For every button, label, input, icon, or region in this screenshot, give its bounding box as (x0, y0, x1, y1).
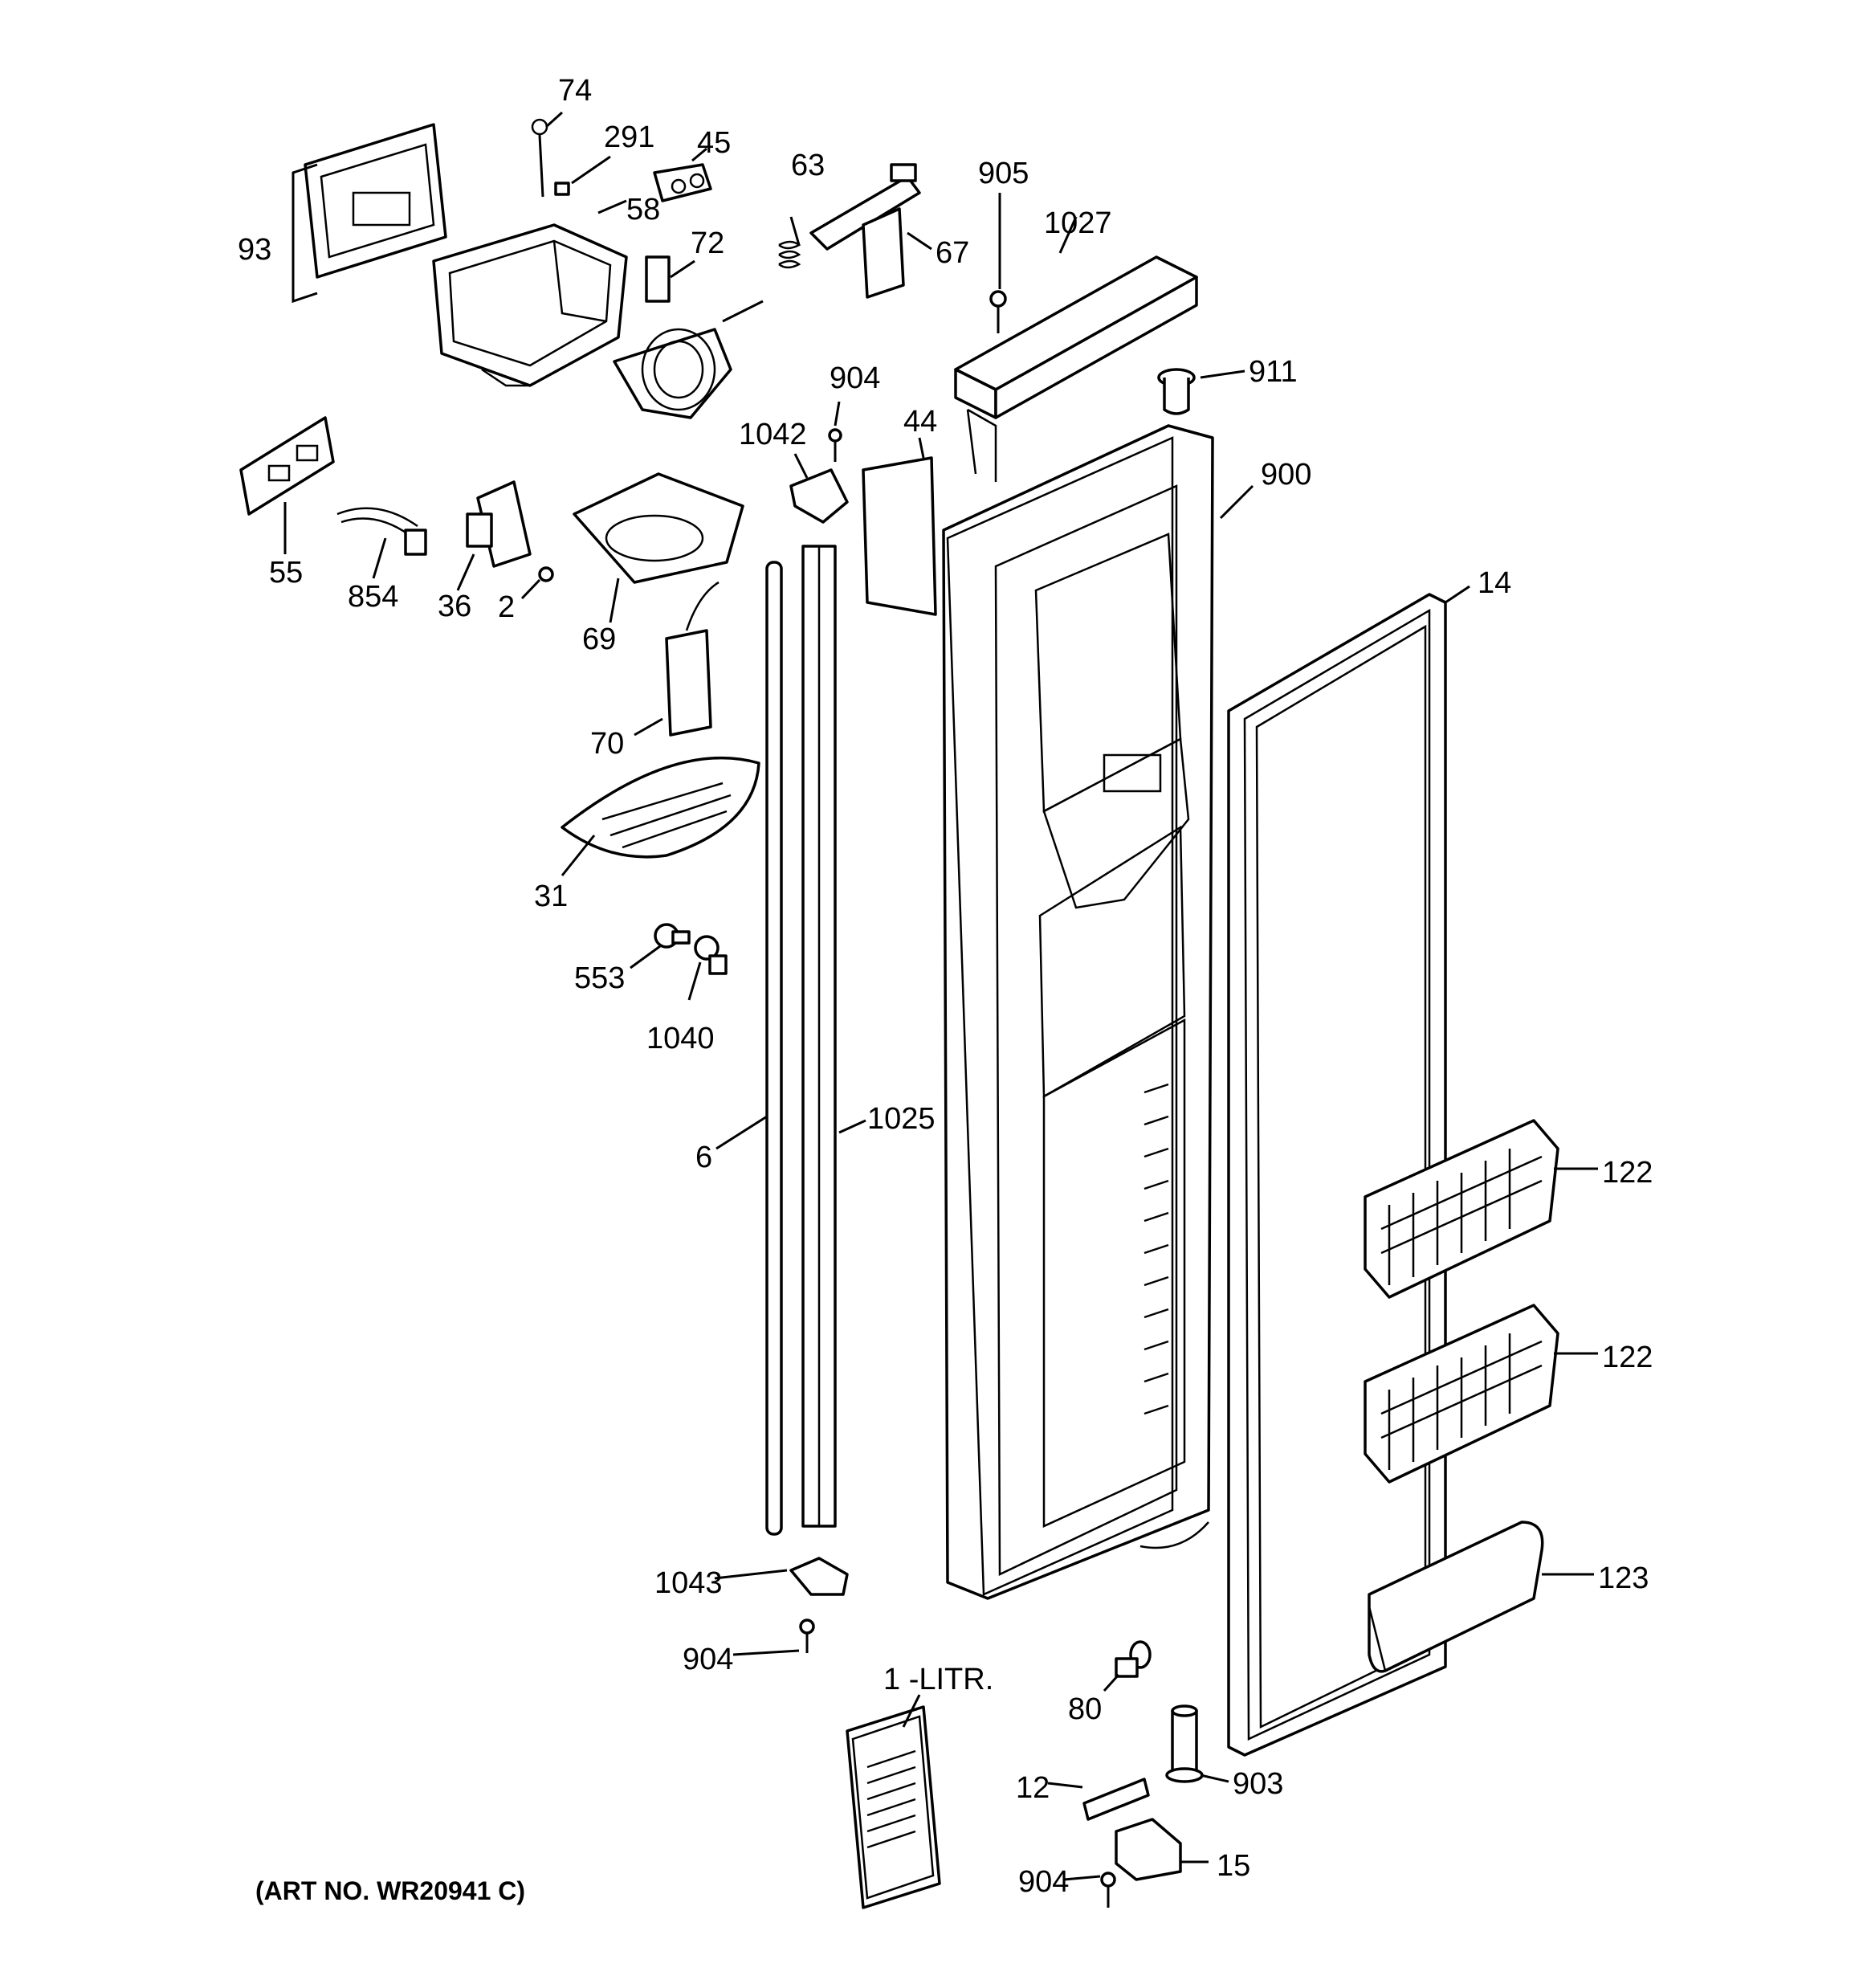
part-55-switch-plate (239, 416, 335, 554)
callout-1025: 1025 (867, 1102, 936, 1136)
callout-36: 36 (438, 590, 471, 623)
part-45-bracket (653, 147, 712, 202)
part-1025-channel (801, 545, 866, 1528)
callout-93: 93 (238, 233, 271, 267)
callout-854: 854 (348, 580, 398, 614)
callout-14: 14 (1478, 566, 1511, 600)
part-904-screw-top (828, 401, 842, 462)
part-72-switch (645, 255, 695, 303)
callout-67: 67 (936, 236, 969, 270)
callout-904-top: 904 (830, 361, 880, 395)
callout-74: 74 (558, 74, 592, 108)
callout-2: 2 (498, 590, 515, 624)
part-44-cover (862, 408, 997, 616)
callout-6: 6 (695, 1141, 712, 1174)
callout-1042: 1042 (739, 418, 807, 451)
part-123-bin (1368, 1521, 1594, 1673)
callout-904-middle: 904 (683, 1643, 733, 1676)
part-31-drip-tray (561, 756, 760, 876)
callout-1-litr: 1 -LITR. (883, 1663, 993, 1696)
callout-58: 58 (626, 193, 660, 227)
callout-31: 31 (534, 880, 568, 913)
callout-1040: 1040 (646, 1022, 715, 1055)
callout-44: 44 (903, 405, 937, 439)
part-36-bracket (456, 480, 532, 591)
part-74-spring (531, 111, 564, 198)
part-905-screw (989, 193, 1007, 333)
callout-1027: 1027 (1044, 206, 1112, 240)
callout-903: 903 (1233, 1767, 1283, 1801)
part-12-bracket (1047, 1778, 1150, 1821)
callout-122-lower: 122 (1602, 1341, 1653, 1374)
callout-553: 553 (574, 961, 625, 995)
part-900-door (942, 424, 1254, 1600)
part-67-hinge (809, 163, 932, 299)
callout-labels: 74 291 45 93 58 72 63 67 905 1027 911 90… (238, 74, 1653, 1899)
part-1043-bracket (714, 1557, 849, 1596)
callout-900: 900 (1261, 458, 1311, 492)
part-122-bin-lower (1364, 1304, 1598, 1484)
part-122-bin-upper (1364, 1119, 1598, 1299)
part-93-control-board (291, 123, 447, 304)
part-58-dispenser-housing (432, 199, 628, 387)
dispenser-ring (613, 300, 764, 419)
part-70-chute-door (634, 581, 720, 737)
part-15-bottom-hinge (1115, 1818, 1209, 1881)
callout-1043: 1043 (654, 1566, 723, 1600)
callout-904-lower: 904 (1018, 1865, 1069, 1899)
part-553-button (630, 923, 691, 970)
callout-905: 905 (978, 157, 1029, 190)
part-1-litr-manual (846, 1694, 941, 1909)
part-854-wire-harness (336, 507, 427, 579)
callout-72: 72 (691, 227, 724, 260)
art-number: (ART NO. WR20941 C) (255, 1876, 525, 1905)
part-904-screw-lower (1063, 1872, 1116, 1908)
callout-911: 911 (1249, 355, 1298, 389)
part-1042-bracket (789, 453, 849, 524)
callout-123: 123 (1598, 1561, 1649, 1595)
callout-15: 15 (1217, 1849, 1250, 1883)
part-1027-top-cap (954, 216, 1198, 419)
part-63-spring (778, 216, 801, 269)
callout-12: 12 (1016, 1771, 1050, 1805)
part-1040-button (687, 935, 728, 1001)
part-904-screw-middle (732, 1619, 815, 1656)
callout-69: 69 (582, 623, 616, 656)
part-2-screw (520, 566, 554, 600)
callout-63: 63 (791, 149, 825, 182)
callout-45: 45 (697, 126, 731, 160)
part-80-fitting (1103, 1640, 1152, 1692)
callout-122-upper: 122 (1602, 1156, 1653, 1190)
part-6-tube (715, 561, 783, 1536)
part-291-screw (554, 155, 611, 196)
part-903-hinge-pin (1165, 1704, 1229, 1783)
callout-55: 55 (269, 556, 303, 590)
callout-80: 80 (1068, 1692, 1102, 1726)
callout-70: 70 (590, 727, 624, 761)
callout-291: 291 (604, 120, 654, 154)
part-69-funnel (573, 472, 744, 623)
part-911-bushing (1157, 368, 1245, 415)
